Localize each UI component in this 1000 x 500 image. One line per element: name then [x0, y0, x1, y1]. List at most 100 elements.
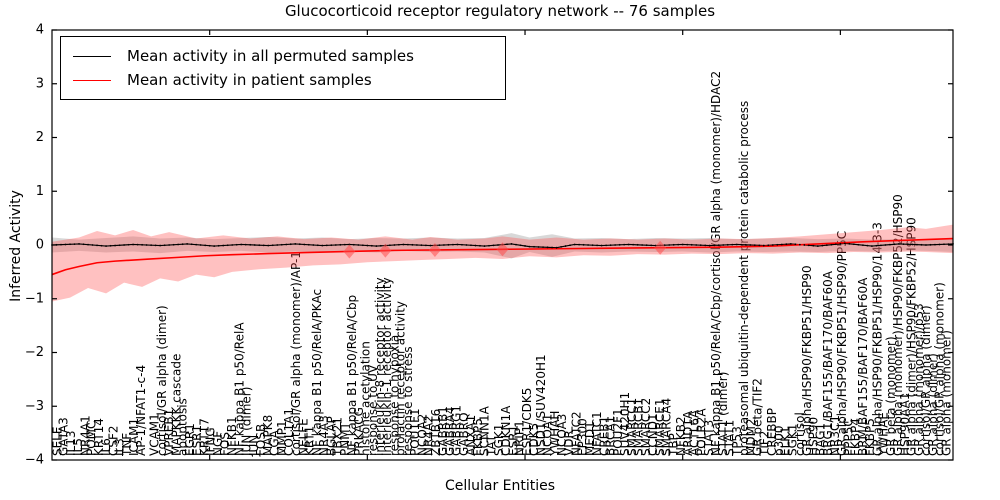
entity-label: POLR2A — [695, 408, 709, 456]
marker-dot — [497, 244, 499, 246]
marker-dot — [343, 243, 346, 246]
legend-label-permuted: Mean activity in all permuted samples — [127, 47, 414, 65]
marker-dot — [735, 243, 738, 246]
marker-dot — [645, 244, 648, 247]
marker-dot — [488, 244, 490, 247]
marker-dot — [96, 244, 98, 247]
entity-label: cortisol — [793, 412, 807, 456]
entity-label: BGLAP — [324, 416, 338, 456]
marker-dot — [172, 243, 175, 246]
marker-dot — [600, 244, 603, 247]
marker-dot — [771, 244, 774, 246]
marker-dot — [406, 243, 409, 246]
entity-label: GABRQ — [457, 412, 471, 456]
marker-dot — [528, 245, 531, 248]
marker-dot — [231, 244, 234, 246]
entity-label: GR alpha (monomer) — [940, 330, 954, 456]
entity-label: GR alpha (monomer)/HSP90/FKBP52/HSP90 — [891, 194, 905, 456]
marker-dot — [866, 244, 869, 247]
marker-dot — [425, 244, 427, 247]
marker-dot — [105, 245, 107, 247]
entity-label: GR alpha/HSP90/FKBP51/HSP90/PP5C — [835, 231, 849, 456]
marker-dot — [294, 243, 297, 245]
entity-label: FOSB — [254, 424, 268, 456]
entity-label: VDR — [562, 430, 576, 456]
marker-dot — [839, 242, 842, 245]
marker-dot — [217, 244, 220, 247]
marker-dot — [816, 245, 819, 247]
marker-dot — [699, 244, 702, 247]
marker-dot — [943, 243, 945, 246]
marker-dot — [114, 244, 116, 247]
marker-dot — [276, 244, 279, 246]
marker-dot — [78, 243, 80, 245]
entity-label: GR alpha/HSP90/FKBP51/HSP90 — [800, 265, 814, 456]
marker-dot — [929, 243, 932, 246]
marker-dot — [127, 243, 130, 246]
marker-dot — [438, 244, 441, 247]
marker-dot — [636, 243, 639, 246]
marker-dot — [533, 245, 535, 248]
marker-dot — [141, 243, 144, 246]
entity-label: SMARCA4 — [659, 398, 673, 456]
entity-label: interleukin-1 receptor activity — [380, 277, 394, 456]
marker-dot — [330, 244, 333, 247]
marker-dot — [884, 244, 887, 246]
marker-dot — [506, 243, 508, 246]
chart-title: Glucocorticoid receptor regulatory netwo… — [284, 2, 716, 20]
marker-dot — [537, 246, 540, 248]
marker-dot — [357, 244, 360, 246]
y-tick-label: −4 — [25, 453, 44, 468]
marker-dot — [100, 244, 103, 247]
entity-label: ZBTB16 — [429, 409, 443, 456]
marker-dot — [555, 246, 558, 249]
entity-label: KRT14 — [92, 418, 106, 456]
entity-label: NELFE — [296, 418, 310, 456]
entity-label: GR alpha (dimer) — [926, 353, 940, 456]
entity-label: GABRG1 — [450, 405, 464, 456]
marker-dot — [632, 243, 635, 246]
marker-dot — [524, 245, 526, 247]
entity-label: FKBP4 — [849, 418, 863, 456]
marker-dot — [542, 246, 544, 249]
marker-dot — [519, 244, 522, 247]
entity-label: STAT1 — [723, 420, 737, 456]
marker-dot — [303, 243, 306, 246]
entity-label: NR3C1 — [828, 415, 842, 456]
marker-dot — [843, 242, 846, 245]
y-tick-label: 3 — [36, 76, 44, 91]
entity-label: NRIP1 — [513, 420, 527, 456]
entity-label: NFKB2 — [674, 416, 688, 456]
marker-dot — [920, 243, 923, 246]
marker-dot — [316, 244, 319, 247]
marker-dot — [708, 244, 711, 247]
entity-label: ICAM1 — [127, 418, 141, 456]
marker-dot — [668, 244, 671, 246]
y-tick-label: 2 — [36, 130, 44, 145]
entity-label: histone acetylation — [359, 341, 373, 456]
marker-dot — [82, 243, 85, 246]
entity-label: MMP1 — [275, 420, 289, 456]
entity-label: NFATC2 — [569, 411, 583, 456]
marker-dot — [618, 243, 621, 246]
marker-dot — [443, 244, 445, 246]
entity-label: GR beta (monomer) — [884, 336, 898, 456]
marker-dot — [222, 244, 225, 247]
patient-band — [52, 224, 953, 302]
y-tick-label: 0 — [36, 238, 44, 253]
entity-label: SMARCC1 — [625, 398, 639, 456]
marker-dot — [470, 244, 472, 247]
entity-label: TNF — [120, 433, 134, 457]
marker-dot — [758, 244, 761, 247]
entity-label: ESR1/CDK5 — [520, 388, 534, 456]
marker-dot — [587, 244, 589, 246]
marker-dot — [582, 243, 585, 246]
marker-dot — [154, 244, 157, 247]
entity-label: CREB1 — [597, 416, 611, 456]
marker-dot — [168, 244, 171, 246]
marker-dot — [163, 244, 166, 247]
marker-dot — [271, 244, 274, 247]
y-tick-label: 4 — [36, 23, 44, 38]
entity-label: YWHAE — [877, 412, 891, 457]
entity-label: KRT17 — [197, 418, 211, 456]
